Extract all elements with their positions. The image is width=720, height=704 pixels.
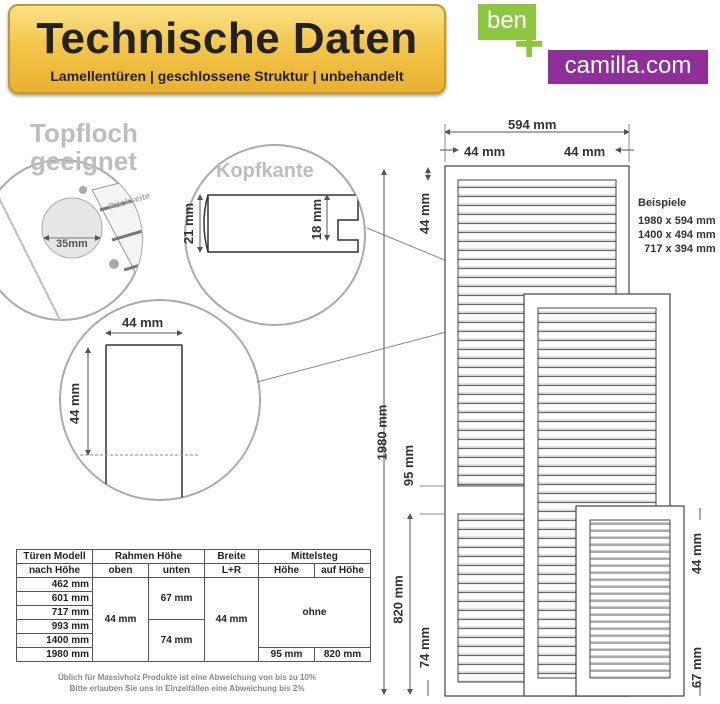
small-top-rail: 44 mm [689, 532, 705, 575]
table-subheader: L+R [204, 563, 259, 578]
total-width: 594 mm [508, 117, 557, 132]
table-cell: 44 mm [92, 577, 149, 662]
small-door [575, 505, 685, 697]
example-item: 717 x 394 mm [644, 243, 716, 255]
table-cell: 601 mm [16, 591, 93, 606]
logo-ben[interactable]: ben [478, 4, 536, 40]
small-bottom-rail: 67 mm [689, 646, 705, 689]
note-line1: Üblich für Massivholz Produkte ist eine … [58, 673, 316, 682]
table-cell: 67 mm [148, 577, 205, 620]
table-cell: 993 mm [16, 619, 93, 634]
examples-title: Beispiele [638, 197, 687, 209]
table-subheader: unten [148, 563, 205, 578]
right-frame-width: 44 mm [564, 144, 606, 159]
table-header: Rahmen Höhe [92, 549, 205, 564]
table-header: Türen Modell [16, 549, 93, 564]
table-subheader: nach Höhe [16, 563, 93, 578]
table-subheader: oben [92, 563, 149, 578]
top-frame-height: 44 mm [417, 192, 433, 235]
tolerance-note: Üblich für Massivholz Produkte ist eine … [22, 672, 352, 694]
kopfkante-dim-b: 18 mm [309, 198, 325, 241]
topfloch-line2: geeignet [30, 146, 137, 176]
table-subheader: auf Höhe [314, 563, 371, 578]
table-cell: 462 mm [16, 577, 93, 592]
kopfkante-title: Kopfkante [216, 160, 314, 182]
midrail-height: 820 mm [390, 575, 406, 624]
table-header: Breite [204, 549, 259, 564]
corner-height: 44 mm [67, 382, 83, 425]
title-banner: Technische Daten Lamellentüren | geschlo… [8, 4, 446, 94]
table-cell: ohne [258, 577, 371, 648]
note-line2: Bitte erlauben Sie uns in Einzelfällen e… [69, 684, 305, 693]
total-height: 1980 mm [374, 404, 390, 461]
banner-title: Technische Daten [36, 14, 418, 63]
spec-table: Türen Modell Rahmen Höhe Breite Mittelst… [16, 549, 371, 662]
table-subheader: Höhe [258, 563, 315, 578]
midrail-width: 95 mm [401, 444, 417, 487]
logo-camilla[interactable]: camilla.com [548, 50, 708, 84]
examples: Beispiele 1980 x 594 mm 1400 x 494 mm 71… [638, 196, 716, 256]
topfloch-detail [0, 159, 143, 321]
table-cell: 1980 mm [16, 647, 93, 662]
bottom-rail: 74 mm [417, 626, 433, 669]
kopfkante-detail [184, 144, 366, 326]
hole-diameter: 35mm [56, 238, 88, 250]
table-cell: 1400 mm [16, 633, 93, 648]
example-item: 1400 x 494 mm [638, 229, 716, 241]
corner-detail [59, 299, 261, 501]
kopfkante-dim-a: 21 mm [181, 202, 197, 245]
banner-subtitle: Lamellentüren | geschlossene Struktur | … [50, 68, 404, 84]
table-cell: 717 mm [16, 605, 93, 620]
corner-width: 44 mm [122, 315, 164, 330]
example-item: 1980 x 594 mm [638, 215, 716, 227]
table-cell: 74 mm [148, 619, 205, 662]
table-cell: 95 mm [258, 647, 315, 662]
table-header: Mittelsteg [258, 549, 371, 564]
table-cell: 820 mm [314, 647, 371, 662]
logo-plus: + [514, 15, 545, 73]
topfloch-line1: Topfloch [30, 118, 138, 148]
left-frame-width: 44 mm [464, 144, 506, 159]
table-cell: 44 mm [204, 577, 259, 662]
